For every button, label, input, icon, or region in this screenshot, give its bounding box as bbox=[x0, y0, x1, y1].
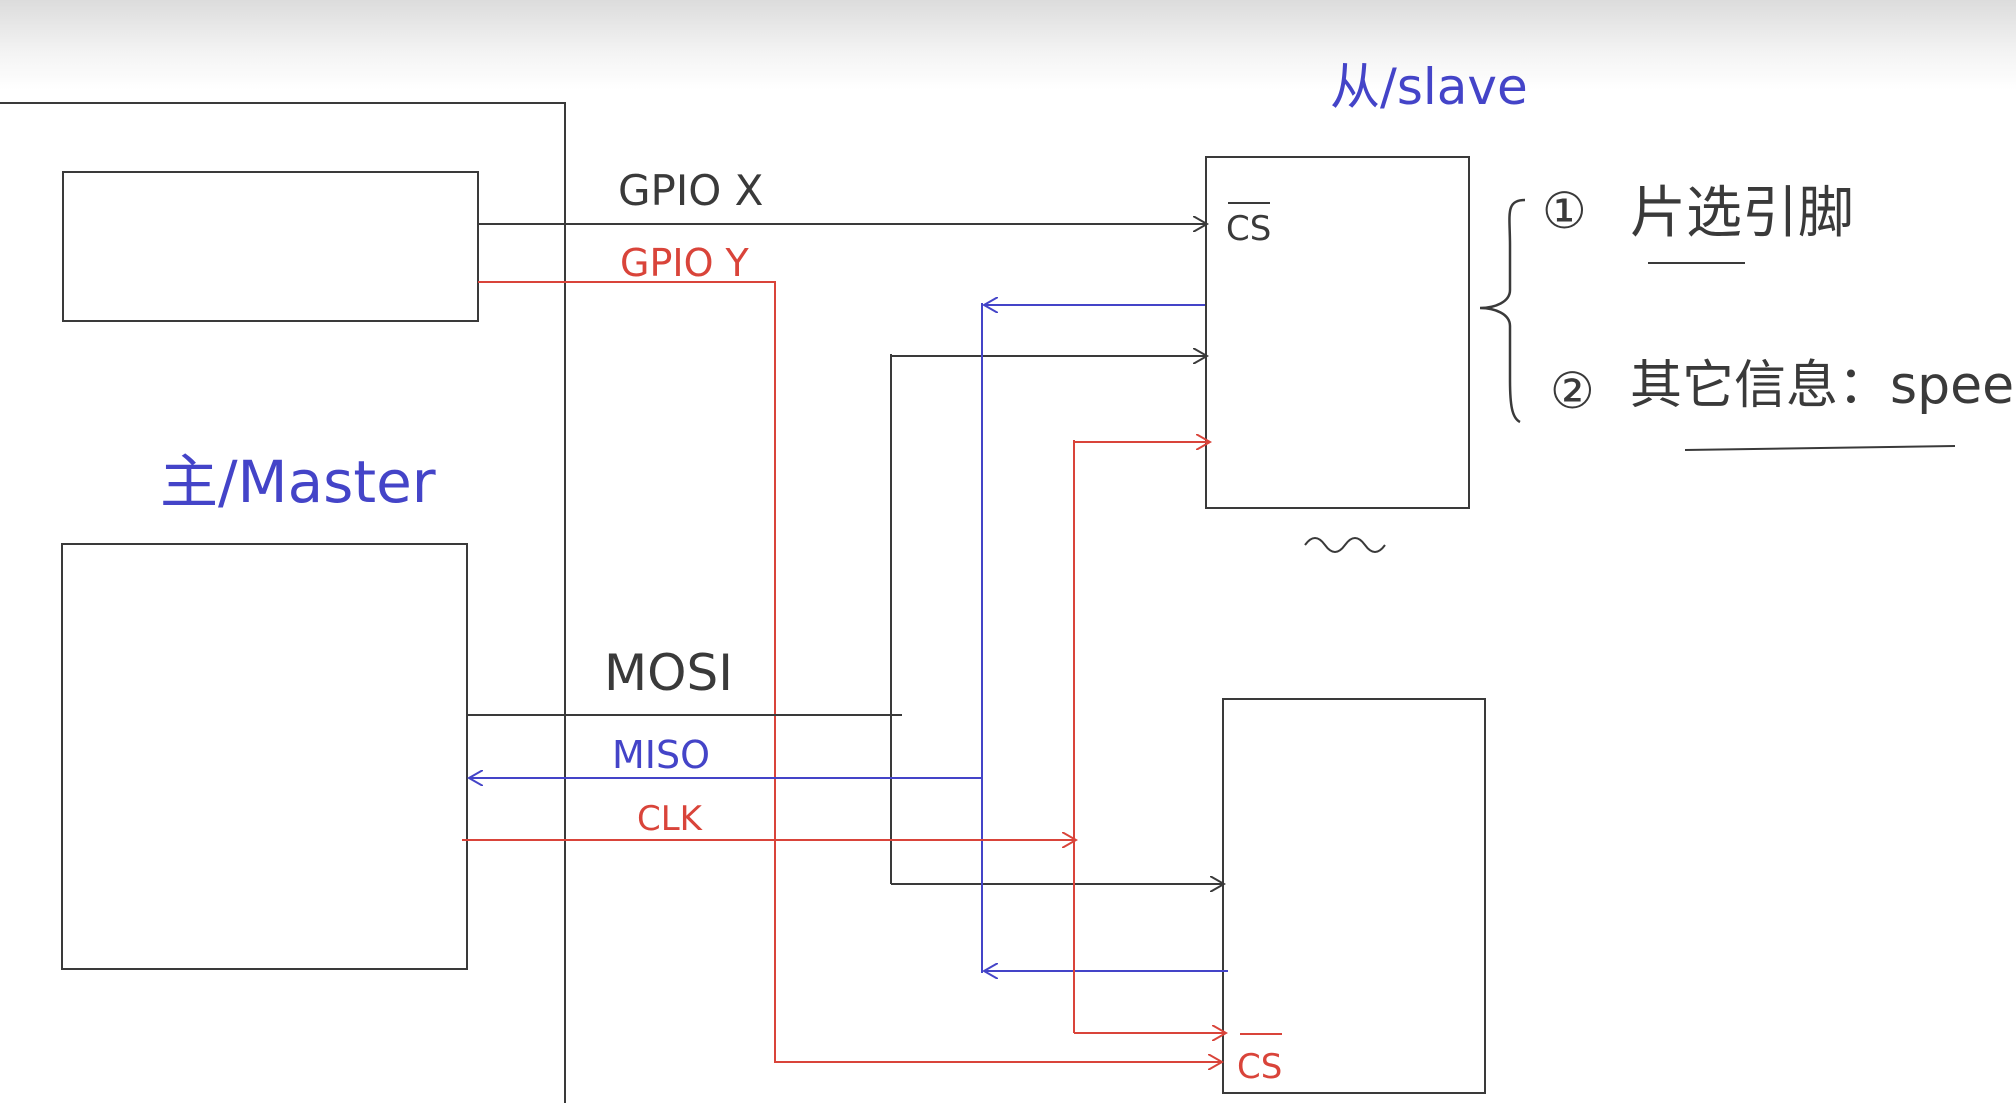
master-title: 主/Master bbox=[160, 448, 436, 516]
top-shade bbox=[0, 0, 2016, 90]
cs-bottom-label-group: CS bbox=[1237, 1033, 1282, 1087]
slave-2-block bbox=[1222, 698, 1486, 1094]
mosi-label: MOSI bbox=[604, 644, 733, 702]
squiggle-mark bbox=[1304, 537, 1386, 553]
slave-1-block bbox=[1205, 156, 1470, 509]
note-1-text: 片选引脚 bbox=[1630, 181, 1854, 246]
cs-top-label-group: CS bbox=[1226, 202, 1271, 249]
master-spi-block bbox=[61, 543, 468, 970]
cs-bottom-label: CS bbox=[1237, 1047, 1282, 1087]
clk-label: CLK bbox=[637, 799, 704, 839]
master-gpio-block bbox=[62, 171, 479, 322]
slave-title: 从/slave bbox=[1330, 58, 1528, 116]
note-2-marker: ② bbox=[1550, 362, 1595, 420]
note-2-underline bbox=[1684, 445, 1956, 451]
curly-brace bbox=[1479, 198, 1526, 424]
miso-label: MISO bbox=[612, 733, 710, 777]
master-frame bbox=[0, 102, 566, 1103]
gpio-x-label: GPIO X bbox=[618, 166, 763, 215]
cs-top-label: CS bbox=[1226, 209, 1271, 249]
gpio-y-label: GPIO Y bbox=[620, 241, 750, 285]
note-1-marker: ① bbox=[1542, 182, 1587, 240]
gpio-y-line bbox=[478, 281, 1222, 1062]
note-2-text: 其它信息：speed bbox=[1630, 356, 2016, 416]
